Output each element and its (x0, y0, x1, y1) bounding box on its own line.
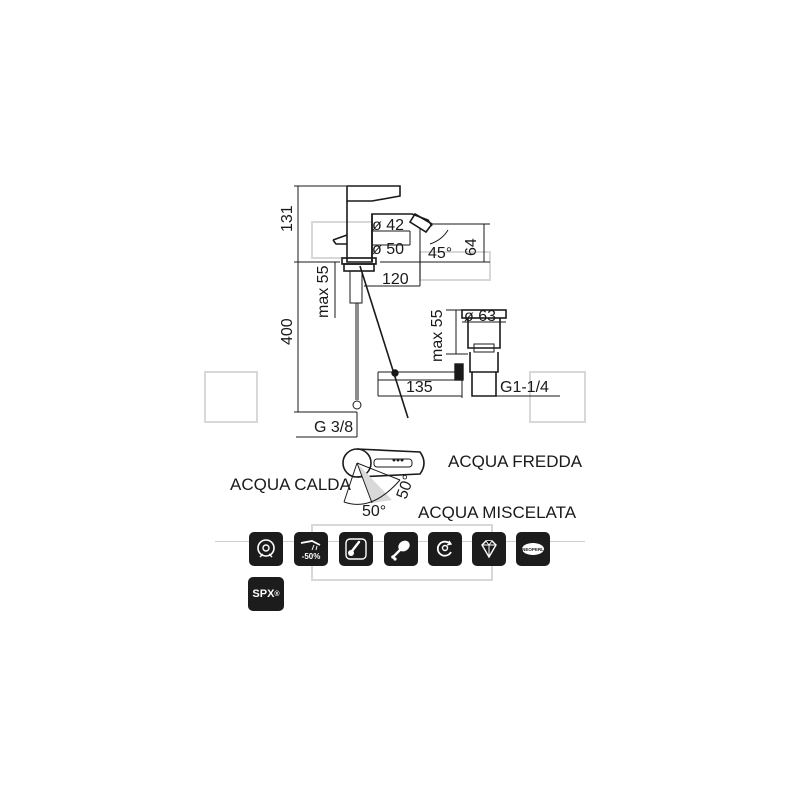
neoperl-icon: NEOPERL (516, 532, 550, 566)
thermometer-icon (339, 532, 373, 566)
dim-height-mid: 400 (279, 318, 296, 345)
lever-top-view (342, 448, 425, 505)
angle-left: 50° (362, 503, 386, 520)
mixer-dimensions (294, 185, 490, 438)
dim-drain-max: max 55 (429, 309, 446, 362)
dim-max-1: max 55 (315, 265, 332, 318)
dim-angle: 45° (428, 245, 452, 262)
label-hot-water: ACQUA CALDA (230, 475, 352, 494)
diamond-icon (472, 532, 506, 566)
swivel-icon (428, 532, 462, 566)
drain-assembly (377, 309, 560, 398)
dim-drain-diameter: ø 63 (464, 308, 496, 325)
mixer-body (332, 185, 434, 419)
label-mixed-water: ACQUA MISCELATA (418, 503, 577, 522)
spx-badge: SPX® (248, 577, 284, 611)
dim-inlet-thread: G 3/8 (314, 419, 353, 436)
dim-spout-height: 64 (463, 238, 480, 256)
angle-right: 50° (394, 473, 418, 502)
aerator-icon (249, 532, 283, 566)
dim-diameter-1: ø 42 (372, 217, 404, 234)
spx-text: SPX (252, 588, 275, 600)
water-saving-icon: -50% (294, 532, 328, 566)
dim-drain-thread: G1-1/4 (500, 379, 549, 396)
dim-drain-offset: 135 (406, 379, 433, 396)
water-saving-text: -50% (302, 552, 321, 561)
chicken-leg-icon (384, 532, 418, 566)
neoperl-text: NEOPERL (522, 547, 544, 552)
spx-mark: ® (274, 590, 280, 598)
dim-diameter-2: ø 50 (372, 241, 404, 258)
dim-reach: 120 (382, 271, 409, 288)
dim-height-top: 131 (279, 205, 296, 232)
label-cold-water: ACQUA FREDDA (448, 452, 583, 471)
